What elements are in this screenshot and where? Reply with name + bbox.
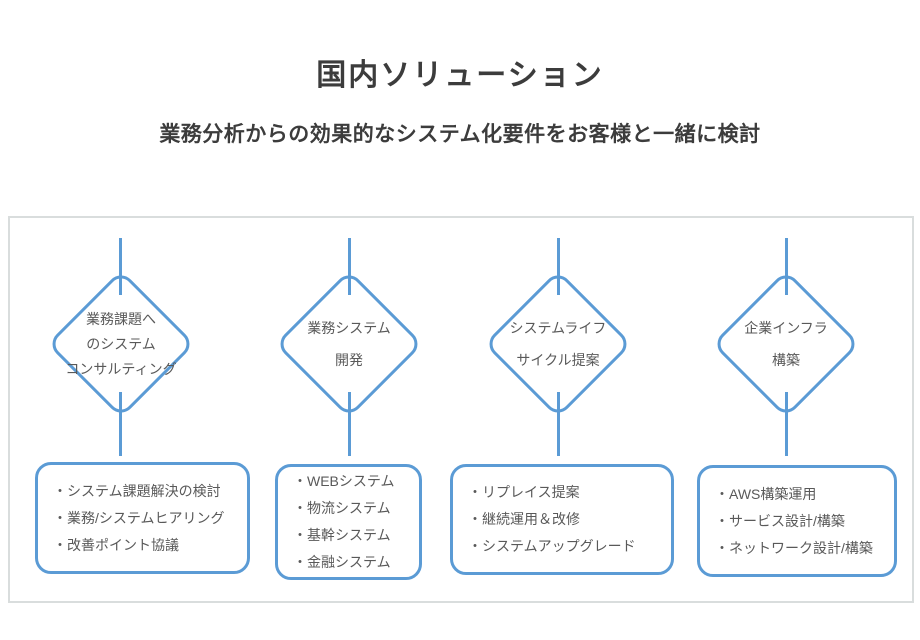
detail-box-consulting: ・システム課題解決の検討 ・業務/システムヒアリング ・改善ポイント協議 — [35, 462, 250, 574]
connector-line-top — [557, 238, 560, 295]
diamond-label: 業務課題へ のシステム コンサルティング — [47, 270, 195, 418]
detail-box-infrastructure: ・AWS構築運用 ・サービス設計/構築 ・ネットワーク設計/構築 — [697, 465, 897, 577]
diamond-label-line: コンサルティング — [65, 360, 177, 377]
detail-box-lifecycle: ・リプレイス提案 ・継続運用＆改修 ・システムアップグレード — [450, 464, 674, 575]
detail-box-item: ・サービス設計/構築 — [715, 512, 845, 529]
diamond-label: 企業インフラ 構築 — [712, 270, 860, 418]
diamond-label-line: システムライフ — [509, 320, 607, 336]
connector-line-top — [785, 238, 788, 295]
page: 国内ソリューション 業務分析からの効果的なシステム化要件をお客様と一緒に検討 業… — [0, 50, 920, 640]
diamond-label-line: 開発 — [335, 352, 363, 368]
diagram-panel: 業務課題へ のシステム コンサルティング ・システム課題解決の検討 ・業務/シス… — [8, 216, 914, 603]
page-title: 国内ソリューション — [316, 59, 604, 92]
connector-line-bottom — [348, 392, 351, 456]
detail-box-development: ・WEBシステム ・物流システム ・基幹システム ・金融システム — [275, 464, 422, 580]
detail-box-item: ・金融システム — [293, 554, 391, 570]
connector-line-bottom — [785, 392, 788, 456]
diamond-node-consulting: 業務課題へ のシステム コンサルティング — [46, 269, 196, 419]
diamond-label: システムライフ サイクル提案 — [484, 270, 632, 418]
connector-line-top — [119, 238, 122, 295]
diamond-label-line: 業務システム — [307, 320, 391, 336]
diamond-node-infrastructure: 企業インフラ 構築 — [711, 269, 861, 419]
diamond-node-development: 業務システム 開発 — [274, 269, 424, 419]
diamond-label-line: 業務課題へ — [86, 310, 156, 327]
diamond-label: 業務システム 開発 — [275, 270, 423, 418]
diamond-label-line: のシステム — [86, 335, 156, 352]
detail-box-item: ・業務/システムヒアリング — [53, 509, 225, 526]
detail-box-item: ・リプレイス提案 — [468, 484, 580, 500]
detail-box-item: ・システムアップグレード — [468, 538, 636, 554]
detail-box-item: ・基幹システム — [293, 527, 391, 543]
detail-box-item: ・システム課題解決の検討 — [53, 482, 221, 499]
page-subtitle: 業務分析からの効果的なシステム化要件をお客様と一緒に検討 — [159, 123, 761, 146]
detail-box-item: ・継続運用＆改修 — [468, 511, 580, 527]
connector-line-bottom — [557, 392, 560, 456]
detail-box-item: ・AWS構築運用 — [715, 485, 817, 502]
diamond-label-line: 企業インフラ — [744, 320, 828, 336]
connector-line-top — [348, 238, 351, 295]
connector-line-bottom — [119, 392, 122, 456]
diamond-label-line: サイクル提案 — [516, 352, 600, 368]
diamond-label-line: 構築 — [772, 352, 800, 368]
detail-box-item: ・物流システム — [293, 500, 391, 516]
detail-box-item: ・ネットワーク設計/構築 — [715, 539, 873, 556]
detail-box-item: ・改善ポイント協議 — [53, 536, 179, 553]
detail-box-item: ・WEBシステム — [293, 473, 395, 489]
diamond-node-lifecycle: システムライフ サイクル提案 — [483, 269, 633, 419]
